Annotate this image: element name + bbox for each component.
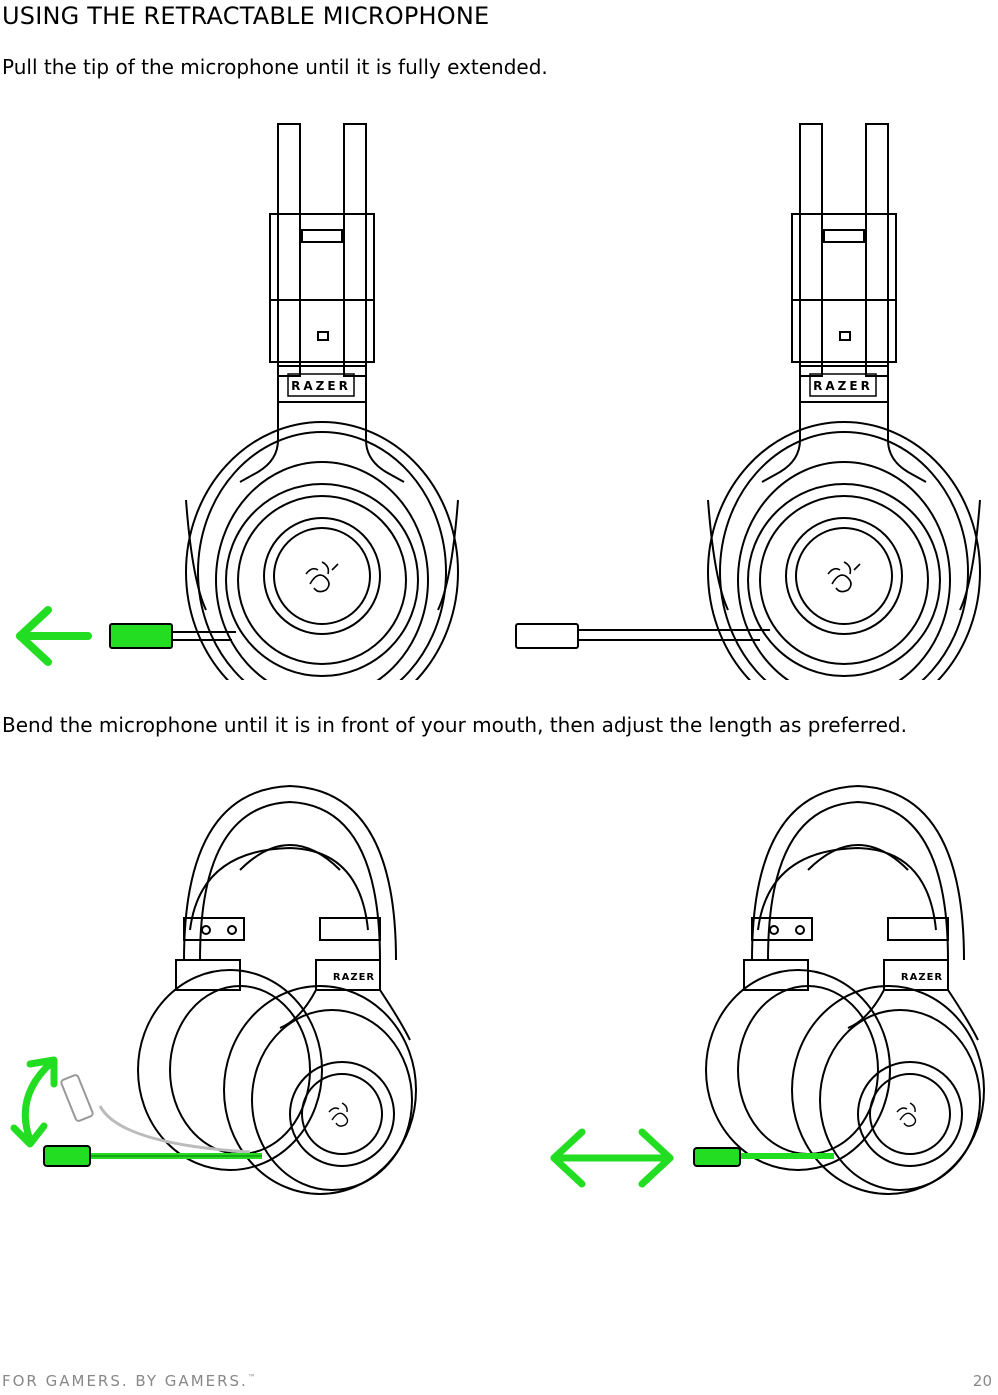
- step-1-text: Pull the tip of the microphone until it …: [2, 55, 548, 79]
- mic-tip-plain: [515, 623, 579, 649]
- mic-tip-adjust: [693, 1147, 741, 1167]
- page-number: 20: [972, 1372, 992, 1390]
- trademark-symbol: ™: [247, 1373, 256, 1382]
- mic-tip-green: [109, 623, 173, 649]
- section-title: USING THE RETRACTABLE MICROPHONE: [2, 2, 490, 30]
- razer-label-right: RAZER: [813, 379, 873, 393]
- step-2-text: Bend the microphone until it is in front…: [2, 713, 907, 737]
- mic-tip-bent: [43, 1145, 91, 1167]
- arrow-left-icon: [16, 606, 92, 666]
- curved-double-arrow-icon: [10, 1056, 58, 1148]
- razer-label-bottom-left: RAZER: [333, 972, 375, 983]
- microphone-extension-illustration: RAZER RAZER: [16, 123, 981, 680]
- double-arrow-icon: [550, 1128, 674, 1188]
- razer-label-left: RAZER: [291, 379, 351, 393]
- footer-tagline: FOR GAMERS. BY GAMERS.™: [2, 1372, 256, 1390]
- razer-label-bottom-right: RAZER: [901, 972, 943, 983]
- microphone-bend-illustration: RAZER RAZER: [10, 785, 985, 1195]
